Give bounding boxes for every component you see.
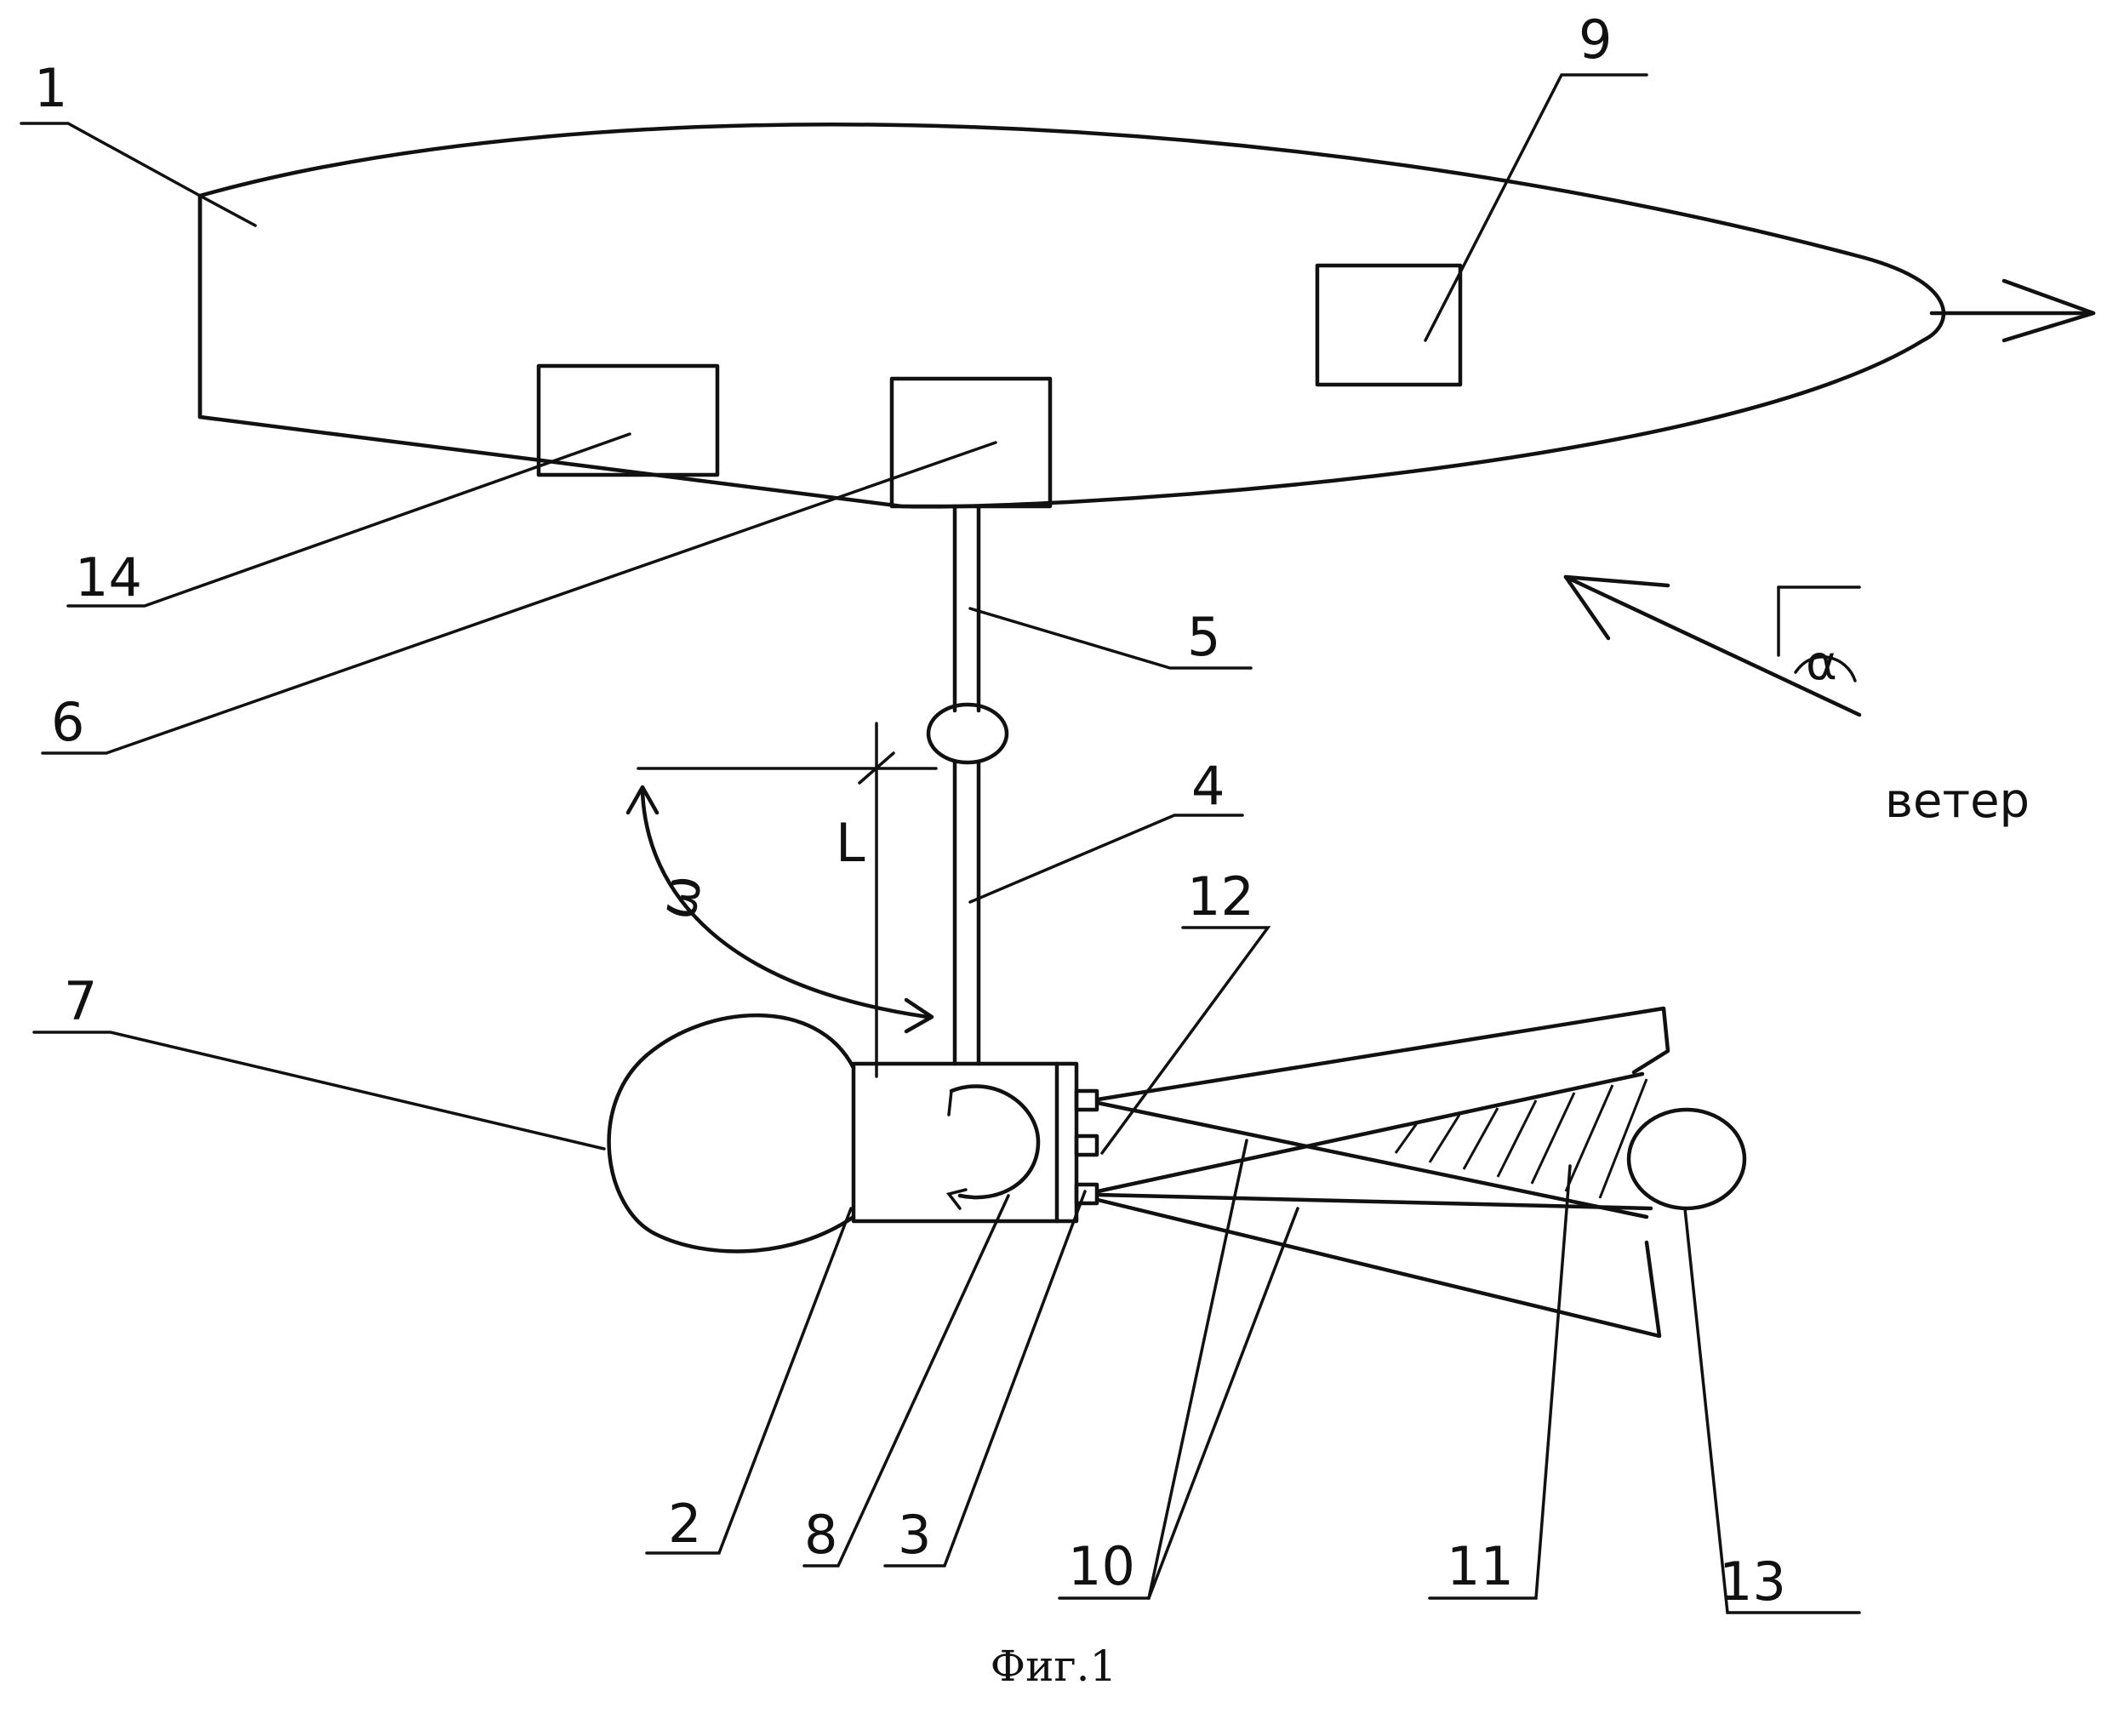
leader-6 — [41, 441, 997, 755]
cable-5 — [952, 504, 981, 713]
leader-1 — [20, 122, 257, 227]
leader-8 — [802, 1194, 1010, 1568]
label-3: 3 — [898, 1504, 931, 1566]
omega-symbol: ω — [645, 870, 714, 924]
balloon-7 — [607, 1013, 856, 1253]
connector-3a — [1074, 1088, 1099, 1112]
tail-balloon-13 — [1626, 1107, 1747, 1211]
leader-9 — [1424, 73, 1648, 342]
label-2: 2 — [668, 1493, 701, 1555]
label-9: 9 — [1579, 9, 1612, 71]
figure-caption: Фиг.1 — [991, 1642, 1117, 1691]
leader-4 — [968, 814, 1244, 904]
label-4: 4 — [1191, 755, 1225, 817]
label-14: 14 — [75, 546, 142, 608]
label-8: 8 — [804, 1504, 837, 1566]
label-6: 6 — [51, 691, 84, 753]
leader-5 — [968, 607, 1253, 670]
airship-hull — [197, 123, 1945, 509]
motion-arrow — [1929, 278, 2096, 343]
leader-10b — [1147, 1207, 1299, 1600]
winch-unit-6 — [889, 376, 1053, 509]
strut-4 — [952, 760, 981, 1066]
leader-2 — [645, 1207, 853, 1555]
hatched-section-11 — [1394, 1078, 1648, 1199]
leader-7 — [32, 1031, 606, 1151]
label-13: 13 — [1719, 1550, 1786, 1613]
connector-3b — [1074, 1134, 1099, 1157]
label-10: 10 — [1068, 1535, 1135, 1597]
leader-3 — [883, 1190, 1087, 1568]
leader-10a — [1058, 1139, 1248, 1600]
rotation-top-tail — [947, 1089, 953, 1116]
omega-arc — [625, 785, 934, 1034]
label-1: 1 — [34, 57, 67, 119]
leader-12 — [1100, 926, 1271, 1155]
rotation-symbol-8 — [949, 1084, 1041, 1200]
wind-angle-symbol: α — [1806, 636, 1837, 691]
wind-arrow — [1563, 574, 1862, 717]
dimension-L — [637, 722, 938, 1078]
swivel-joint — [926, 702, 1009, 765]
connector-3c — [1074, 1182, 1099, 1206]
label-12: 12 — [1187, 865, 1254, 928]
leader-13 — [1683, 1207, 1861, 1614]
hull-unit-9 — [1315, 263, 1463, 387]
leader-14 — [66, 432, 631, 608]
label-11: 11 — [1447, 1535, 1514, 1597]
length-symbol: L — [836, 812, 865, 874]
label-5: 5 — [1187, 606, 1220, 668]
hull-unit-14 — [536, 363, 720, 477]
kite-wings-10 — [1095, 1006, 1670, 1339]
rotation-arrowhead — [945, 1188, 968, 1210]
leader-11 — [1428, 1164, 1572, 1600]
leader-lines — [20, 73, 1861, 1614]
label-7: 7 — [64, 970, 97, 1032]
wind-label: ветер — [1885, 774, 2030, 829]
